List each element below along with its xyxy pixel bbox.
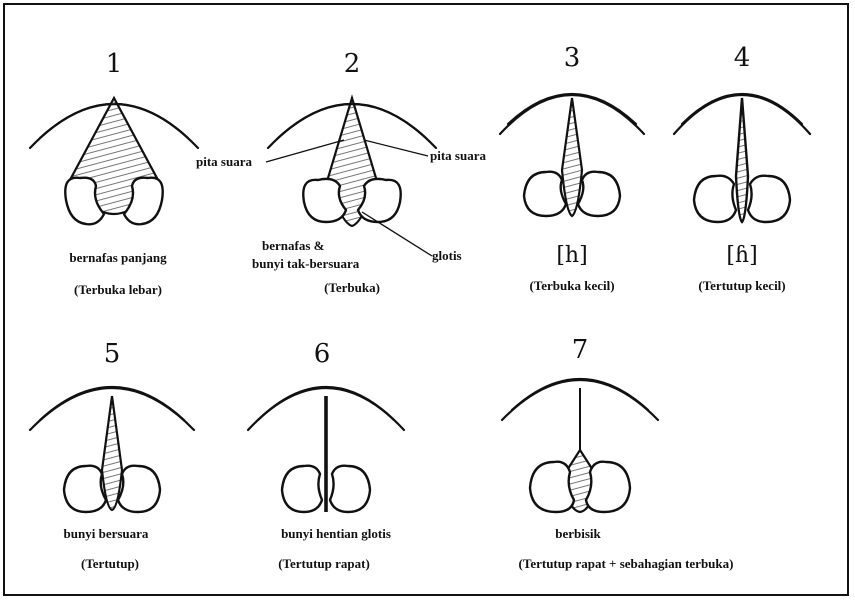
panel-state: (Tertutup kecil) xyxy=(698,278,785,293)
phonetic-symbol: [ɦ] xyxy=(726,243,757,268)
arytenoid-cartilage xyxy=(576,170,622,218)
panel-state: (Tertutup rapat) xyxy=(278,556,370,571)
panel-state: (Tertutup) xyxy=(81,556,139,571)
panel-7: 7 berbisik (Tertutup rapat + sebahagian … xyxy=(500,335,734,571)
panel-2: 2 pita suara pita suara glotis bernafas … xyxy=(196,49,486,295)
panel-number: 3 xyxy=(564,43,581,73)
panel-3: 3 [h] (Terbuka kecil) xyxy=(498,43,646,293)
phonetic-symbol: [h] xyxy=(556,243,587,268)
panel-5: 5 bunyi bersuara (Tertutup) xyxy=(28,339,196,571)
panel-caption: bunyi hentian glotis xyxy=(281,526,391,541)
panel-caption: bunyi tak-bersuara xyxy=(252,256,360,271)
panel-number: 7 xyxy=(572,335,589,365)
glottis-opening xyxy=(100,395,124,512)
panel-state: (Terbuka) xyxy=(324,280,380,295)
callout-line xyxy=(265,139,345,163)
panel-caption: bunyi bersuara xyxy=(64,526,149,541)
panel-state: (Terbuka kecil) xyxy=(529,278,614,293)
arytenoid-cartilage xyxy=(356,177,402,224)
glottis-opening xyxy=(734,97,750,224)
arytenoid-cartilage xyxy=(62,464,108,514)
arytenoid-cartilage xyxy=(746,174,792,224)
callout-vocal-fold-left: pita suara xyxy=(196,154,252,169)
arytenoid-cartilage xyxy=(692,174,738,224)
glottis-opening xyxy=(560,97,584,218)
arytenoid-cartilage xyxy=(302,177,348,224)
callout-line xyxy=(361,211,433,257)
arytenoid-cartilage xyxy=(528,460,576,514)
panel-number: 1 xyxy=(106,49,123,79)
panel-number: 5 xyxy=(104,339,121,369)
panel-number: 4 xyxy=(734,43,751,73)
callout-glottis: glotis xyxy=(432,248,462,263)
arytenoid-cartilage xyxy=(64,176,106,226)
arytenoid-cartilage xyxy=(116,464,162,514)
callout-line xyxy=(363,139,429,157)
panel-caption: bernafas & xyxy=(262,238,325,253)
panel-4: 4 [ɦ] (Tertutup kecil) xyxy=(672,43,812,293)
arytenoid-cartilage xyxy=(122,176,164,226)
panel-state: (Tertutup rapat + sebahagian terbuka) xyxy=(519,556,734,571)
panel-caption: berbisik xyxy=(555,526,601,541)
panel-number: 6 xyxy=(314,339,331,369)
arytenoid-cartilage xyxy=(522,170,568,218)
panel-6: 6 bunyi hentian glotis (Tertutup rapat) xyxy=(246,339,406,571)
panel-1: 1 bernafas panjang (Terbuka lebar) xyxy=(28,49,200,297)
panel-number: 2 xyxy=(344,49,361,79)
arytenoid-cartilage xyxy=(280,464,324,514)
arytenoid-cartilage xyxy=(328,464,372,514)
callout-vocal-fold-right: pita suara xyxy=(430,148,486,163)
panel-caption: bernafas panjang xyxy=(69,250,167,265)
panel-state: (Terbuka lebar) xyxy=(74,282,162,297)
arytenoid-cartilage xyxy=(584,460,632,514)
